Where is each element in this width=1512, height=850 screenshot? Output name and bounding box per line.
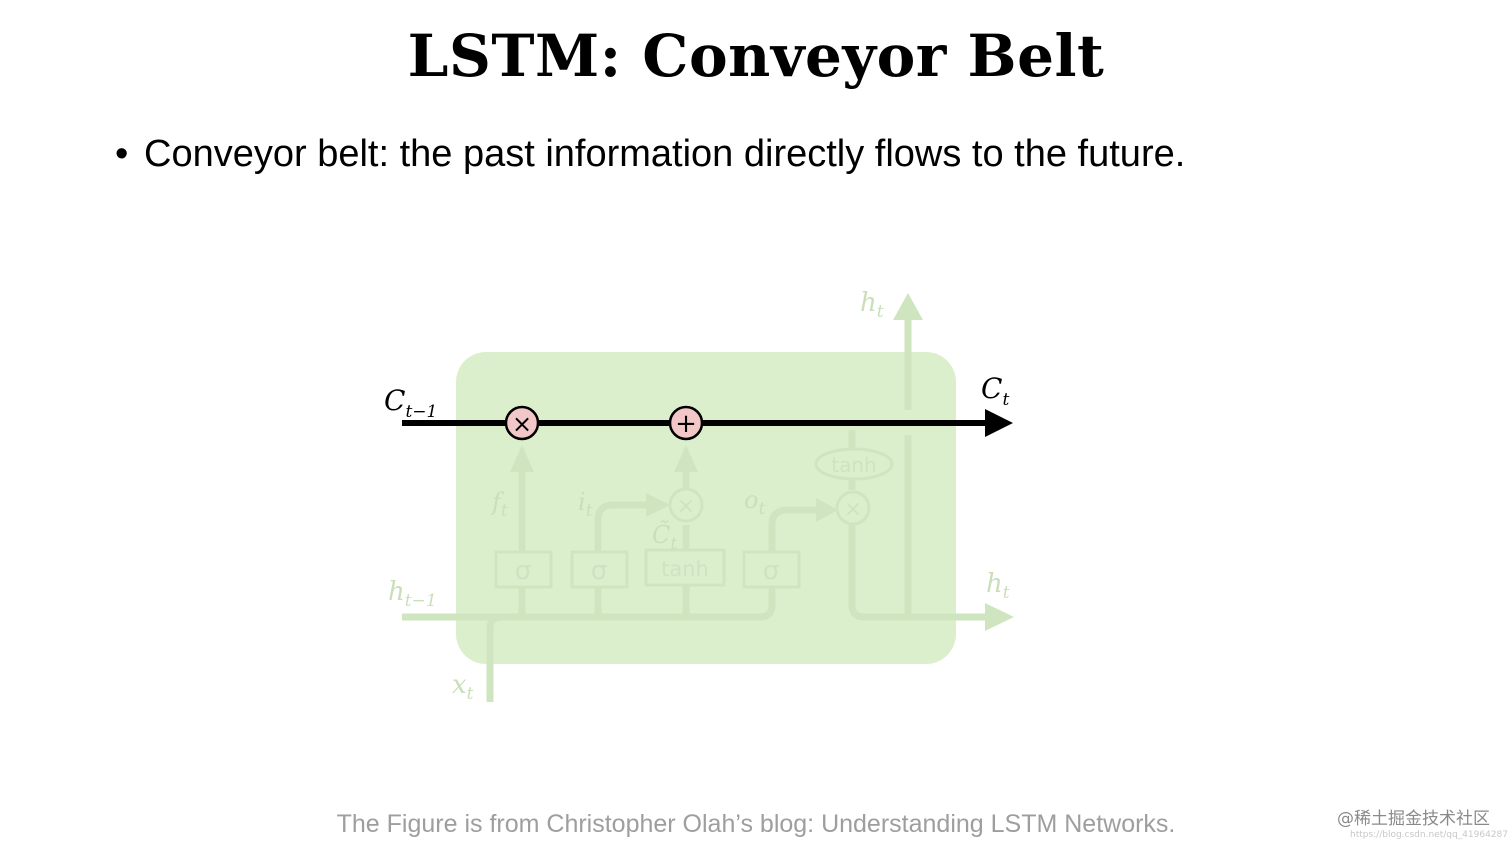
tanh-ellipse [814, 447, 894, 481]
input-multiply-op [668, 487, 704, 523]
candidate-gate-label: tanh [661, 557, 709, 581]
add-symbol: + [675, 409, 697, 439]
bullet-icon: • [115, 133, 129, 175]
cell-state-arrowhead [985, 409, 1013, 437]
c-prev-label: Ct−1 [384, 384, 437, 422]
output-multiply-symbol: × [844, 497, 862, 522]
input-gate-box [570, 550, 629, 589]
figure-caption: The Figure is from Christopher Olah’s bl… [336, 810, 1176, 838]
add-op [668, 405, 704, 441]
bullet-text: Conveyor belt: the past information dire… [144, 133, 1186, 175]
input-multiply-symbol: × [677, 494, 695, 519]
output-multiply-op [835, 490, 871, 526]
faded-arrowheads [510, 293, 1014, 631]
h-right-label: ht [986, 569, 1010, 603]
tanh-ellipse-label: tanh [831, 453, 876, 477]
output-gate-label: σ [763, 556, 779, 586]
h-prev-label: ht−1 [388, 577, 437, 611]
output-gate-output-label: ot [744, 486, 765, 519]
h-top-label: ht [860, 288, 884, 322]
forget-multiply-symbol: × [512, 410, 532, 438]
forget-multiply-op [504, 405, 540, 441]
candidate-label: C̃t [652, 521, 677, 554]
watermark: @稀土掘金技术社区 [1337, 809, 1490, 829]
gate-boxes [494, 548, 801, 589]
x-input-label: xt [452, 670, 474, 704]
bullet-point: • Conveyor belt: the past information dir… [115, 133, 1185, 176]
output-gate-box [742, 550, 801, 589]
forget-gate-label: σ [515, 556, 531, 586]
candidate-gate-box [644, 548, 726, 587]
c-next-label: Ct [981, 372, 1009, 410]
forget-gate-box [494, 550, 553, 589]
input-gate-label: σ [591, 556, 607, 586]
watermark-url: https://blog.csdn.net/qq_41964287 [1349, 830, 1508, 840]
slide-title: LSTM: Conveyor Belt [407, 22, 1105, 90]
input-gate-output-label: it [578, 488, 593, 521]
